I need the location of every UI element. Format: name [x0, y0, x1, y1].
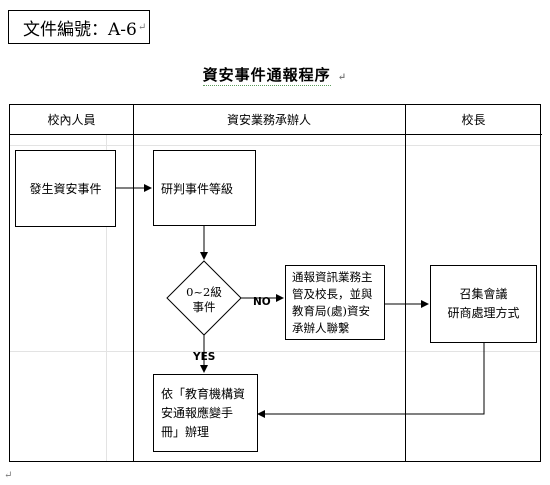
- node-incident: 發生資安事件: [15, 150, 116, 227]
- node-handbook: 依「教育機構資安通報應變手冊」辦理: [153, 374, 258, 452]
- node-handbook-label: 依「教育機構資安通報應變手冊」辦理: [161, 386, 246, 439]
- paragraph-mark-icon: ↵: [337, 72, 348, 83]
- lane-header-staff: 校內人員: [10, 105, 133, 135]
- lane-divider: [405, 105, 406, 461]
- arrow-meeting-to-handbook: [257, 343, 485, 418]
- gridline: [106, 135, 107, 461]
- node-assess: 研判事件等級: [153, 150, 256, 226]
- node-report-label: 通報資訊業務主管及校長，並與教育局(處)資安承辦人聯繫: [292, 269, 373, 335]
- node-assess-label: 研判事件等級: [161, 181, 234, 196]
- gridline: [10, 351, 540, 352]
- lane-header-principal: 校長: [405, 105, 542, 135]
- paragraph-mark-icon: ↵: [137, 21, 147, 33]
- page-title: 資安事件通報程序 ↵: [0, 64, 550, 86]
- paragraph-mark-icon: ↵: [4, 470, 13, 481]
- lane-label-officer: 資安業務承辦人: [226, 113, 311, 127]
- node-report: 通報資訊業務主管及校長，並與教育局(處)資安承辦人聯繫: [285, 265, 385, 340]
- gridline: [10, 145, 540, 146]
- lane-divider: [133, 105, 134, 461]
- node-decision-label: 0~2級 事件: [186, 285, 222, 314]
- decision-diamond-shape: [166, 260, 242, 336]
- document-number: 文件編號：A-6: [23, 19, 137, 40]
- lane-label-principal: 校長: [461, 113, 486, 127]
- flowchart-frame: 校內人員 資安業務承辦人 校長: [9, 104, 542, 462]
- lane-label-staff: 校內人員: [47, 113, 96, 127]
- edge-label-yes: YES: [193, 351, 216, 363]
- node-incident-label: 發生資安事件: [29, 182, 102, 196]
- document-number-box: 文件編號：A-6 ↵: [8, 10, 150, 44]
- edge-label-no: NO: [253, 296, 271, 308]
- page-title-text: 資安事件通報程序: [202, 66, 331, 86]
- lane-header-officer: 資安業務承辦人: [133, 105, 405, 135]
- node-meeting-label: 召集會議 研商處理方式: [447, 287, 520, 320]
- node-meeting: 召集會議 研商處理方式: [430, 265, 537, 343]
